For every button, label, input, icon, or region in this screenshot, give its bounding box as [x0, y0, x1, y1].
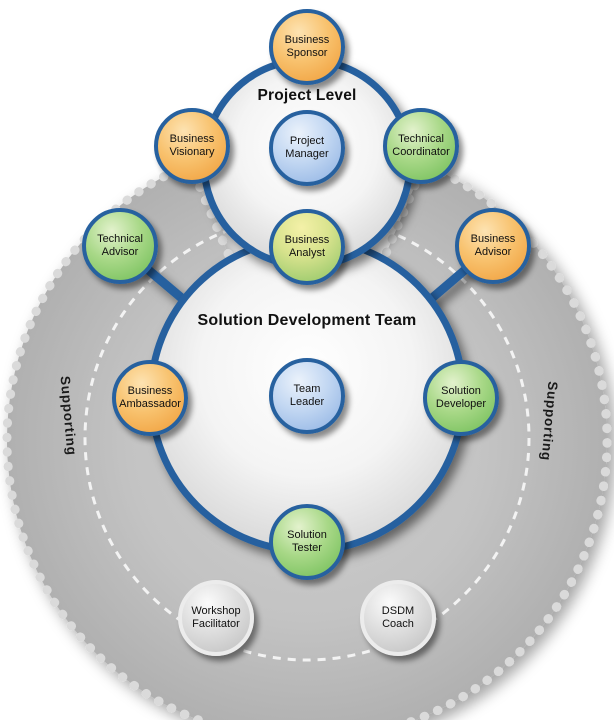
role-technical-coordinator: Technical Coordinator: [383, 108, 459, 184]
role-team-leader: Team Leader: [269, 358, 345, 434]
role-label: Project Manager: [285, 135, 329, 160]
role-business-advisor: Business Advisor: [455, 208, 531, 284]
role-label: Team Leader: [289, 383, 325, 408]
role-label: Business Visionary: [169, 133, 215, 158]
role-label: Workshop Facilitator: [191, 605, 241, 630]
role-project-manager: Project Manager: [269, 110, 345, 186]
role-label: Business Sponsor: [284, 34, 330, 59]
role-label: Solution Developer: [435, 385, 487, 410]
role-label: Solution Tester: [287, 529, 327, 554]
role-label: DSDM Coach: [381, 605, 415, 630]
role-label: Technical Advisor: [97, 233, 143, 258]
solution-development-team-title: Solution Development Team: [197, 312, 417, 329]
role-business-visionary: Business Visionary: [154, 108, 230, 184]
role-dsdm-coach: DSDM Coach: [360, 580, 436, 656]
role-label: Business Analyst: [284, 234, 330, 259]
role-workshop-facilitator: Workshop Facilitator: [178, 580, 254, 656]
role-technical-advisor: Technical Advisor: [82, 208, 158, 284]
role-label: Business Ambassador: [119, 385, 181, 410]
role-solution-tester: Solution Tester: [269, 504, 345, 580]
role-label: Technical Coordinator: [392, 133, 450, 158]
role-business-ambassador: Business Ambassador: [112, 360, 188, 436]
role-business-analyst: Business Analyst: [269, 209, 345, 285]
role-business-sponsor: Business Sponsor: [269, 9, 345, 85]
inner-dashed-ring: [83, 214, 531, 662]
role-solution-developer: Solution Developer: [423, 360, 499, 436]
role-label: Business Advisor: [470, 233, 516, 258]
project-level-title: Project Level: [257, 87, 357, 104]
